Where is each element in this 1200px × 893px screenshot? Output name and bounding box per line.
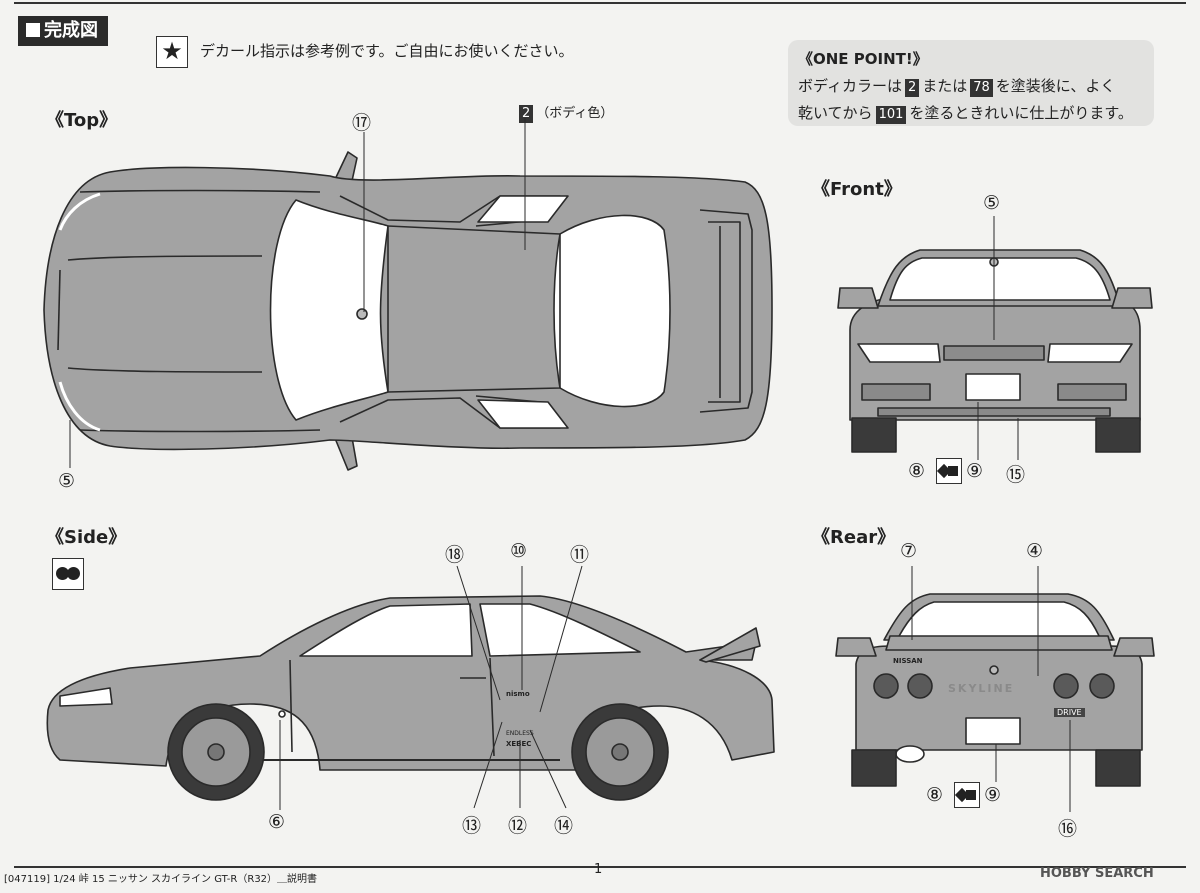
front-view-car — [837, 249, 1153, 453]
bottom-border — [14, 866, 1186, 868]
one-point-text: または — [922, 77, 968, 95]
one-point-text: を塗るときれいに仕上がります。 — [909, 104, 1133, 122]
callout-5-top: ⑤ — [58, 470, 76, 492]
decal-pair-icon — [954, 782, 980, 808]
one-point-text: 乾いてから — [798, 104, 873, 122]
top-view-car — [43, 151, 773, 471]
leader-lines — [69, 118, 1071, 812]
callout-12: ⑫ — [508, 815, 528, 837]
rear-nissan-badge: NISSAN — [893, 657, 923, 665]
callout-10: ⑩ — [510, 540, 528, 562]
one-point-text: ボディカラーは — [798, 77, 902, 95]
callout-14: ⑭ — [554, 815, 574, 837]
color-code-badge: 78 — [970, 79, 993, 97]
rear-skyline-badge: SKYLINE — [948, 682, 1015, 695]
body-color-marker: 2（ボディ色） — [516, 102, 613, 123]
page-title: 完成図 — [18, 16, 108, 46]
callout-5-front: ⑤ — [983, 192, 1001, 214]
callout-8-rear: ⑧ — [926, 784, 944, 806]
decal-pair-icon — [52, 558, 84, 590]
body-color-label: （ボディ色） — [536, 106, 614, 121]
callout-8-front: ⑧ — [908, 460, 926, 482]
side-endless-decal: ENDLESS — [506, 730, 534, 737]
star-icon: ★ — [156, 36, 188, 68]
callout-7: ⑦ — [900, 540, 918, 562]
rear-view-car — [835, 593, 1155, 787]
view-label-rear: 《Rear》 — [812, 527, 896, 548]
callout-11: ⑪ — [570, 544, 590, 566]
one-point-text: を塗装後に、よく — [995, 77, 1116, 95]
side-xebec-decal: XEBEC — [506, 740, 532, 748]
view-label-front: 《Front》 — [812, 179, 902, 200]
footer-product-info: [047119] 1/24 峠 15 ニッサン スカイライン GT-R（R32）… — [4, 874, 318, 885]
side-view-car — [46, 595, 775, 801]
callout-9-front: ⑨ — [966, 460, 984, 482]
view-label-top: 《Top》 — [46, 110, 118, 131]
callout-4: ④ — [1026, 540, 1044, 562]
callout-13: ⑬ — [462, 815, 482, 837]
top-border — [14, 2, 1186, 4]
callout-9-rear: ⑨ — [984, 784, 1002, 806]
view-label-side: 《Side》 — [46, 527, 127, 548]
page-number: 1 — [594, 862, 603, 877]
callout-18: ⑱ — [445, 544, 465, 566]
callout-15: ⑮ — [1006, 464, 1026, 486]
rear-drive-decal: DRIVE — [1054, 708, 1085, 717]
one-point-heading: 《ONE POINT!》 — [798, 50, 928, 68]
callout-17: ⑰ — [352, 112, 372, 134]
callout-16: ⑯ — [1058, 818, 1078, 840]
callout-6: ⑥ — [268, 811, 286, 833]
side-nismo-decal: nismo — [506, 690, 530, 698]
color-code-badge: 2 — [519, 105, 534, 123]
decal-note: デカール指示は参考例です。ご自由にお使いください。 — [200, 42, 574, 60]
color-code-badge: 2 — [904, 79, 920, 97]
color-code-badge: 101 — [875, 106, 907, 124]
decal-pair-icon — [936, 458, 962, 484]
watermark-logo: HOBBY SEARCH — [1040, 866, 1154, 881]
